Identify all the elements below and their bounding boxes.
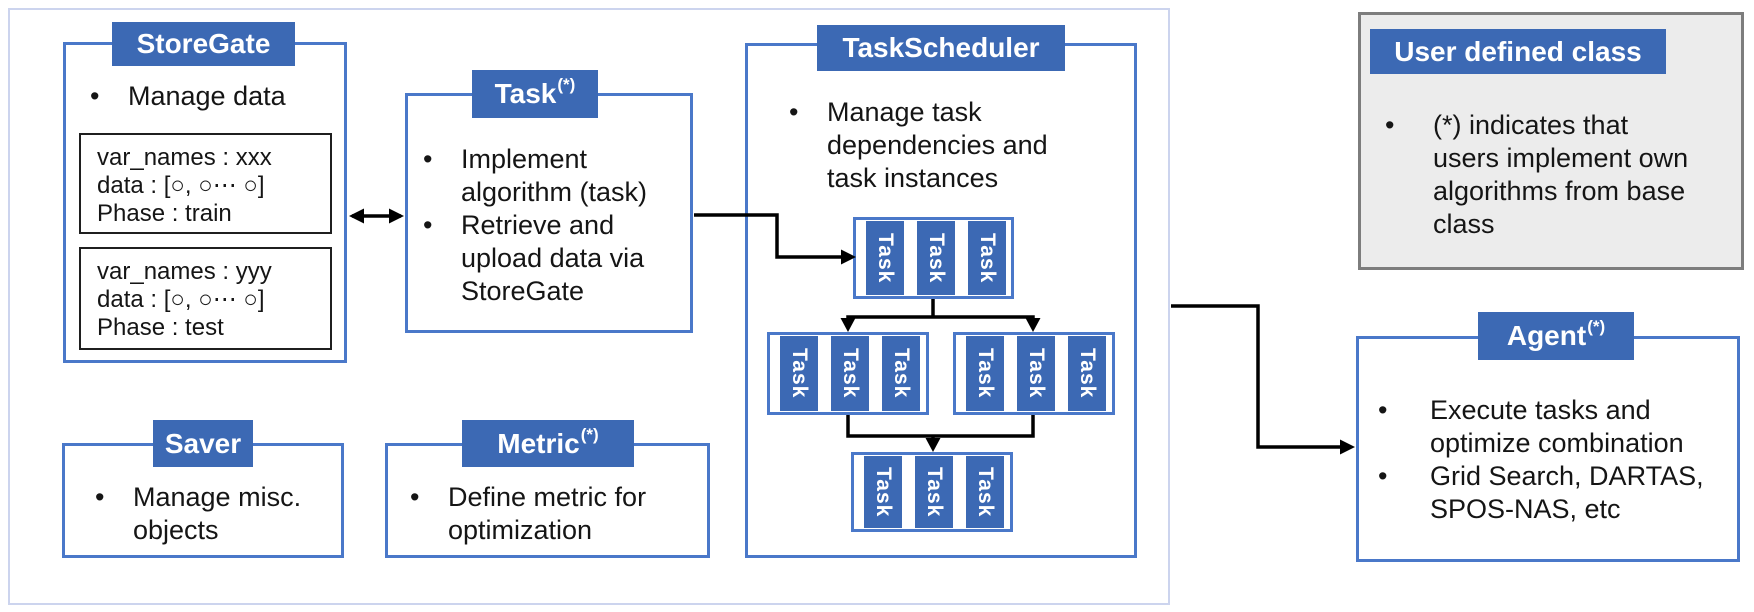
task-instance-block: Task [831,336,869,411]
task-bullet-text: Retrieve and upload data via StoreGate [461,210,645,306]
agent-bullet-text: Execute tasks and optimize combination [1430,395,1684,458]
task-title-tab: Task(*) [472,70,598,118]
taskscheduler-bullets: • Manage task dependencies and task inst… [789,96,1119,195]
task-instance-block: Task [966,336,1004,411]
task-instance-block: Task [882,336,920,411]
list-item: • Grid Search, DARTAS, SPOS-NAS, etc [1378,460,1730,526]
task-instance-block: Task [1017,336,1055,411]
list-item: • Define metric for optimization [410,481,700,547]
task-instance-block: Task [917,221,955,295]
arrowhead-right [1340,439,1355,455]
agent-title-superscript: (*) [1587,317,1606,336]
saver-title-tab: Saver [153,420,253,467]
saver-bullets: • Manage misc. objects [95,481,335,547]
record-line: var_names : xxx [97,144,272,171]
task-title: Task [494,78,557,109]
storegate-title: StoreGate [136,28,271,59]
record-line: Phase : test [97,314,224,341]
metric-bullet-text: Define metric for optimization [448,482,647,545]
data-record-test: var_names : yyy data : [○, ○⋯ ○] Phase :… [79,247,332,350]
record-line: data : [○, ○⋯ ○] [97,172,265,199]
agent-title: Agent [1506,320,1587,351]
task-instance-block: Task [864,456,902,528]
saver-box [62,443,344,558]
task-box [405,93,693,333]
bullet-dot: • [423,144,433,174]
record-line: var_names : yyy [97,258,272,285]
bullet-dot: • [1385,110,1395,140]
metric-title-tab: Metric(*) [462,420,634,467]
bullet-dot: • [423,210,433,240]
user-defined-class-title-tab: User defined class [1370,29,1666,74]
storegate-bullets: • Manage data [90,80,330,113]
task-group-root: Task Task Task [853,217,1014,299]
list-item: • Implement algorithm (task) [423,143,685,209]
list-item: • (*) indicates that users implement own… [1385,109,1735,241]
bullet-dot: • [410,482,420,512]
task-group-final: Task Task Task [851,452,1013,532]
taskscheduler-title-tab: TaskScheduler [817,25,1065,71]
task-instance-block: Task [968,221,1006,295]
task-instance-block: Task [966,456,1004,528]
list-item: • Manage misc. objects [95,481,335,547]
list-item: • Retrieve and upload data via StoreGate [423,209,685,308]
task-title-superscript: (*) [557,75,576,94]
user-defined-class-bullet-text: (*) indicates that users implement own a… [1433,110,1689,239]
framework-agent-arrow-line [1171,304,1342,449]
taskscheduler-title: TaskScheduler [842,32,1040,63]
agent-bullet-text: Grid Search, DARTAS, SPOS-NAS, etc [1430,461,1704,524]
metric-title-superscript: (*) [580,424,599,444]
agent-bullets: • Execute tasks and optimize combination… [1378,394,1730,526]
task-instance-block: Task [1068,336,1106,411]
list-item: • Execute tasks and optimize combination [1378,394,1730,460]
saver-bullet-text: Manage misc. objects [133,482,302,545]
metric-title: Metric [497,427,580,459]
agent-title-tab: Agent(*) [1478,312,1634,360]
saver-title: Saver [164,427,242,459]
bullet-dot: • [1378,395,1388,425]
user-defined-class-bullets: • (*) indicates that users implement own… [1385,109,1735,241]
list-item: • Manage task dependencies and task inst… [789,96,1119,195]
task-group-right: Task Task Task [953,332,1115,415]
data-record-train: var_names : xxx data : [○, ○⋯ ○] Phase :… [79,133,332,234]
storegate-bullet-text: Manage data [128,81,286,111]
task-bullets: • Implement algorithm (task) • Retrieve … [423,143,685,308]
storegate-title-tab: StoreGate [112,22,295,66]
taskscheduler-bullet-text: Manage task dependencies and task instan… [827,97,1048,193]
record-line: Phase : train [97,200,232,227]
user-defined-class-title: User defined class [1394,35,1642,67]
task-bullet-text: Implement algorithm (task) [461,144,648,207]
list-item: • Manage data [90,80,330,113]
metric-bullets: • Define metric for optimization [410,481,700,547]
bullet-dot: • [95,482,105,512]
bullet-dot: • [789,97,799,127]
task-instance-block: Task [915,456,953,528]
task-instance-block: Task [780,336,818,411]
task-group-left: Task Task Task [767,332,929,415]
task-instance-block: Task [866,221,904,295]
bullet-dot: • [90,81,100,111]
record-line: data : [○, ○⋯ ○] [97,286,265,313]
bullet-dot: • [1378,461,1388,491]
